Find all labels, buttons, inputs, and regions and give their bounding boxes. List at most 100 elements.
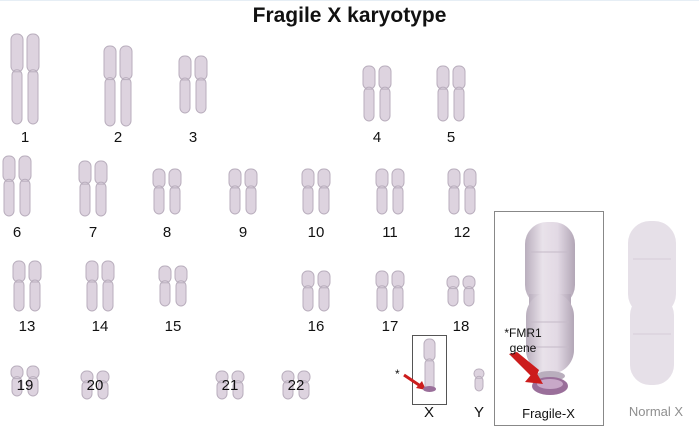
chromosome-label-18: 18 <box>452 318 470 335</box>
chromosome-6-b <box>18 155 32 217</box>
chromosome-label-15: 15 <box>164 318 182 335</box>
chromosome-12-a <box>447 168 461 215</box>
chromosome-pair-21-graphic <box>215 370 245 400</box>
chromosome-pair-9 <box>227 168 259 216</box>
chromosome-pair-1-graphic <box>10 33 40 125</box>
chromosome-pair-19-graphic <box>10 365 40 397</box>
normal-x-label: Normal X <box>628 404 684 419</box>
chromosome-5-b <box>452 65 466 122</box>
fragile-x-panel: *FMR1 gene Fragile-X <box>494 211 604 426</box>
chromosome-label-19: 19 <box>16 377 34 394</box>
fmr1-annotation-line1: *FMR1 <box>504 326 542 340</box>
chromosome-8-a <box>152 168 166 215</box>
chromosome-15-a <box>158 265 172 307</box>
chromosome-pair-y <box>472 368 486 393</box>
chromosome-pair-16 <box>300 270 332 313</box>
chromosome-pair-x <box>422 338 437 393</box>
chromosome-13-b <box>28 260 42 312</box>
figure-title: Fragile X karyotype <box>252 4 447 27</box>
chromosome-pair-17-graphic <box>375 270 405 312</box>
chromosome-16-b <box>317 270 331 312</box>
chromosome-15-b <box>174 265 188 307</box>
chromosome-16-a <box>301 270 315 312</box>
chromosome-pair-19 <box>9 365 41 398</box>
chromosome-pair-13-graphic <box>12 260 42 312</box>
chromosome-12-b <box>463 168 477 215</box>
chromosome-label-9: 9 <box>238 224 248 241</box>
chromosome-2-b <box>119 45 133 127</box>
chromosome-pair-9-graphic <box>228 168 258 215</box>
chromosome-pair-11-graphic <box>375 168 405 215</box>
chromosome-pair-22-graphic <box>281 370 311 400</box>
chromosome-pair-y-graphic <box>473 368 485 392</box>
chromosome-pair-5 <box>435 65 467 123</box>
chromosome-pair-12-graphic <box>447 168 477 215</box>
chromosome-pair-3 <box>177 55 209 115</box>
chromosome-label-2: 2 <box>113 129 123 146</box>
chromosome-label-x: X <box>423 404 434 421</box>
chromosome-pair-2-graphic <box>103 45 133 127</box>
chromosome-pair-x-graphic <box>422 338 436 392</box>
chromosome-17-b <box>391 270 405 312</box>
chromosome-pair-14-graphic <box>85 260 115 312</box>
chromosome-4-a <box>362 65 376 122</box>
chromosome-pair-6 <box>1 155 33 218</box>
chromosome-pair-12 <box>446 168 478 216</box>
chromosome-pair-20 <box>79 370 111 401</box>
chromosome-pair-15 <box>157 265 189 308</box>
chromosome-pair-2 <box>102 45 134 128</box>
chromosome-20-a <box>80 370 94 400</box>
chromosome-label-12: 12 <box>453 224 471 241</box>
chromosome-pair-11 <box>374 168 406 216</box>
chromosome-7-a <box>78 160 92 217</box>
chromosome-label-3: 3 <box>188 129 198 146</box>
chromosome-label-y: Y <box>473 404 484 421</box>
chromosome-pair-13 <box>11 260 43 313</box>
fmr1-annotation: *FMR1 gene <box>499 326 547 356</box>
chromosome-pair-20-graphic <box>80 370 110 400</box>
chromosome-label-14: 14 <box>91 318 109 335</box>
chromosome-label-17: 17 <box>381 318 399 335</box>
chromosome-label-20: 20 <box>86 377 104 394</box>
normal-x-chromosome <box>628 221 676 385</box>
chromosome-pair-18-graphic <box>446 275 476 307</box>
chromosome-6-a <box>2 155 16 217</box>
chromosome-10-b <box>317 168 331 215</box>
chromosome-9-a <box>228 168 242 215</box>
chromosome-20-b <box>96 370 110 400</box>
chromosome-19-a <box>10 365 24 397</box>
chromosome-pair-3-graphic <box>178 55 208 114</box>
chromosome-3-b <box>194 55 208 114</box>
chromosome-label-4: 4 <box>372 129 382 146</box>
chromosome-pair-7 <box>77 160 109 218</box>
chromosome-pair-4 <box>361 65 393 123</box>
chromosome-label-21: 21 <box>221 377 239 394</box>
chromosome-21-b <box>231 370 245 400</box>
chromosome-21-a <box>215 370 229 400</box>
chromosome-5-a <box>436 65 450 122</box>
chromosome-pair-1 <box>9 33 41 126</box>
chromosome-8-b <box>168 168 182 215</box>
chromosome-label-11: 11 <box>382 224 398 241</box>
chromosome-11-a <box>375 168 389 215</box>
chromosome-pair-10-graphic <box>301 168 331 215</box>
chromosome-22-b <box>297 370 311 400</box>
chromosome-13-a <box>12 260 26 312</box>
chromosome-label-16: 16 <box>307 318 325 335</box>
chromosome-y <box>473 368 485 392</box>
chromosome-pair-18 <box>445 275 477 308</box>
chromosome-x <box>423 338 435 392</box>
chromosome-18-b <box>462 275 476 307</box>
chromosome-19-b <box>26 365 40 397</box>
chromosome-17-a <box>375 270 389 312</box>
chromosome-label-5: 5 <box>446 129 456 146</box>
chromosome-1-a <box>10 33 24 125</box>
chromosome-pair-6-graphic <box>2 155 32 217</box>
chromosome-7-b <box>94 160 108 217</box>
chromosome-label-8: 8 <box>162 224 172 241</box>
chromosome-22-a <box>281 370 295 400</box>
chromosome-11-b <box>391 168 405 215</box>
chromosome-1-b <box>26 33 40 125</box>
chromosome-label-1: 1 <box>20 129 30 146</box>
chromosome-label-22: 22 <box>287 377 305 394</box>
